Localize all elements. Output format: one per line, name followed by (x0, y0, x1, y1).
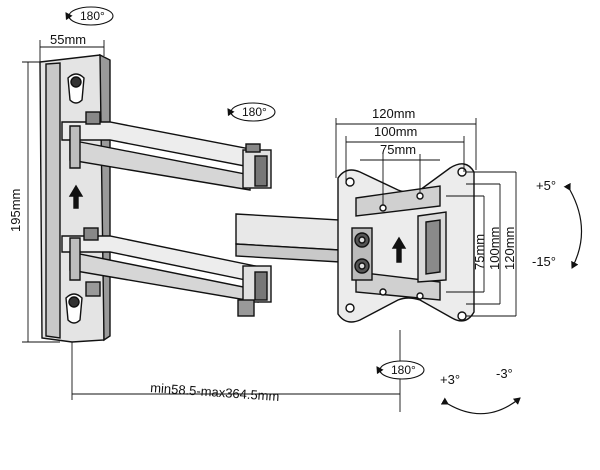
vesa-plate (337, 163, 475, 323)
level-plus-label: +3° (440, 372, 460, 387)
rotation-bottom-label: 180° (391, 363, 416, 377)
level-minus-label: -3° (496, 366, 513, 381)
rotation-indicator-middle (227, 102, 276, 122)
upper-arm (61, 111, 272, 191)
dim-vesa-v-inner: 75mm (472, 234, 487, 270)
wall-plate (39, 53, 111, 343)
tilt-up-label: +5° (536, 178, 556, 193)
rotation-indicator-bottom (376, 360, 425, 380)
dim-extension: min58.5-max364.5mm (150, 380, 280, 404)
dim-vesa-mid: 100mm (374, 124, 417, 139)
dim-vesa-v-mid: 100mm (487, 227, 502, 270)
rotation-top-label: 180° (80, 9, 105, 23)
vesa-arm (235, 213, 341, 263)
rotation-middle-label: 180° (242, 105, 267, 119)
lower-arm (61, 227, 272, 317)
rotation-indicator-top (65, 6, 114, 26)
dimension-lines (22, 40, 517, 412)
tilt-down-label: -15° (532, 254, 556, 269)
tilt-arc-icon (563, 182, 583, 269)
dim-wall-plate-height: 195mm (8, 189, 23, 232)
dim-wall-plate-width: 55mm (50, 32, 86, 47)
dim-vesa-outer: 120mm (372, 106, 415, 121)
dim-vesa-inner: 75mm (380, 142, 416, 157)
dim-vesa-v-outer: 120mm (502, 227, 517, 270)
level-arc-icon (440, 397, 521, 415)
